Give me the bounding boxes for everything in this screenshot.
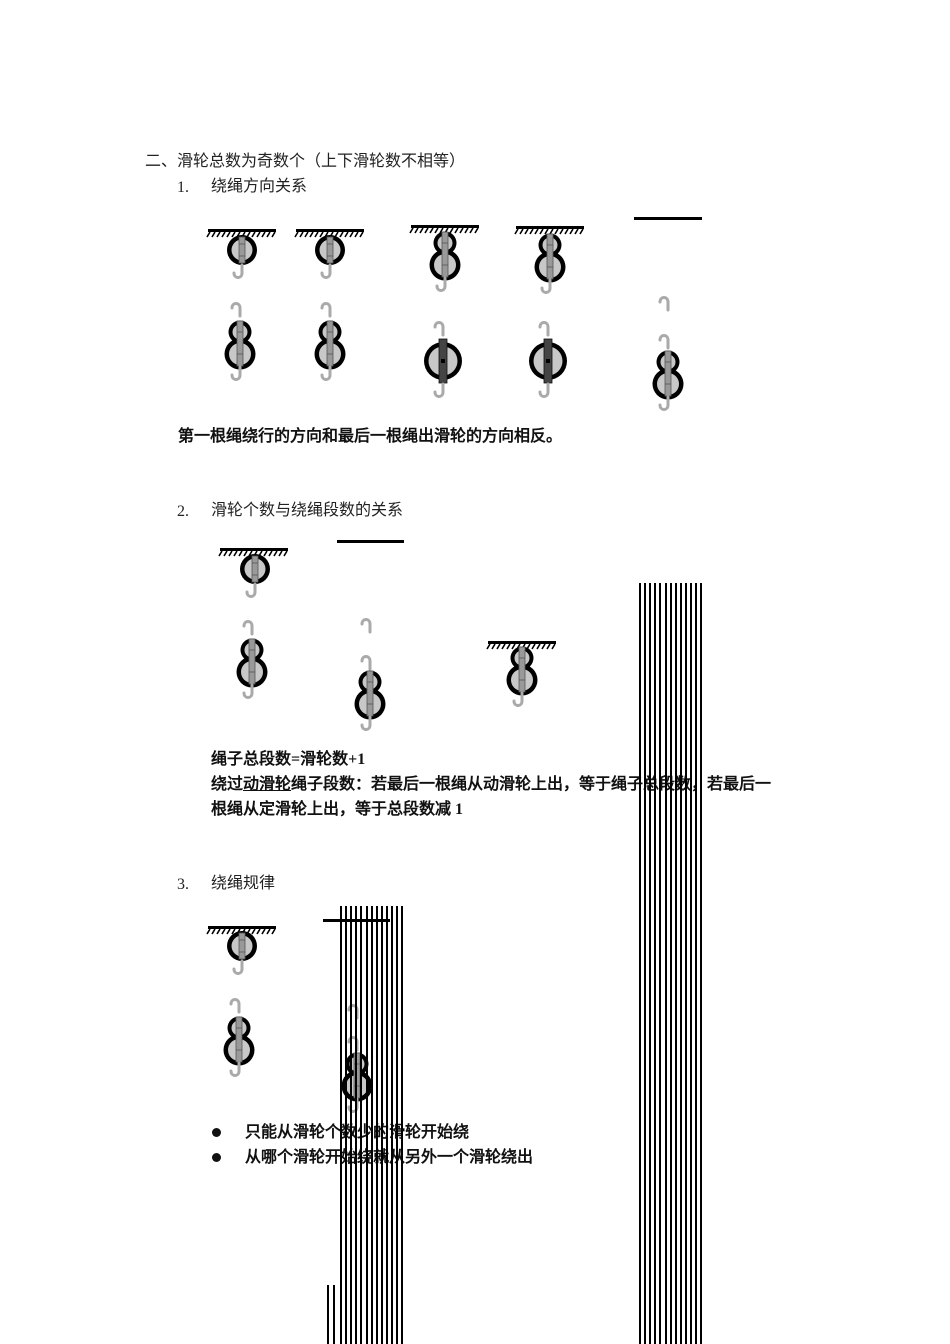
rule-2-line-2-underlined: 动滑轮 (243, 776, 292, 793)
rule-2-line-2-post: 绳子段数：若最后一根绳从动滑轮上出，等于绳子总段数，若最后一 (291, 776, 772, 793)
item-title-1: 绕绳方向关系 (211, 178, 308, 195)
rule-2-line-1: 绳子总段数=滑轮数+1 (211, 751, 366, 768)
bullet-dot-2 (212, 1153, 221, 1162)
rule-1-text: 第一根绳绕行的方向和最后一根绳出滑轮的方向相反。 (178, 428, 563, 445)
item-number-1: 1. (177, 179, 189, 196)
stripe-artifact-middle (327, 906, 403, 1344)
section-heading: 二、滑轮总数为奇数个（上下滑轮数不相等） (145, 153, 466, 170)
rule-2-line-3: 根绳从定滑轮上出，等于总段数减 1 (211, 801, 464, 818)
item-title-3: 绕绳规律 (211, 875, 276, 892)
stripe-artifact-right (639, 583, 702, 1344)
item-number-3: 3. (177, 876, 189, 893)
bullet-text-2: 从哪个滑轮开始绕就从另外一个滑轮绕出 (245, 1149, 534, 1166)
bullet-dot-1 (212, 1128, 221, 1137)
bullet-text-1: 只能从滑轮个数少的滑轮开始绕 (245, 1124, 470, 1141)
rule-2-line-2: 绕过动滑轮绳子段数：若最后一根绳从动滑轮上出，等于绳子总段数，若最后一 (211, 777, 771, 793)
item-number-2: 2. (177, 503, 189, 520)
item-title-2: 滑轮个数与绕绳段数的关系 (211, 502, 404, 519)
rule-2-line-2-pre: 绕过 (211, 776, 244, 793)
